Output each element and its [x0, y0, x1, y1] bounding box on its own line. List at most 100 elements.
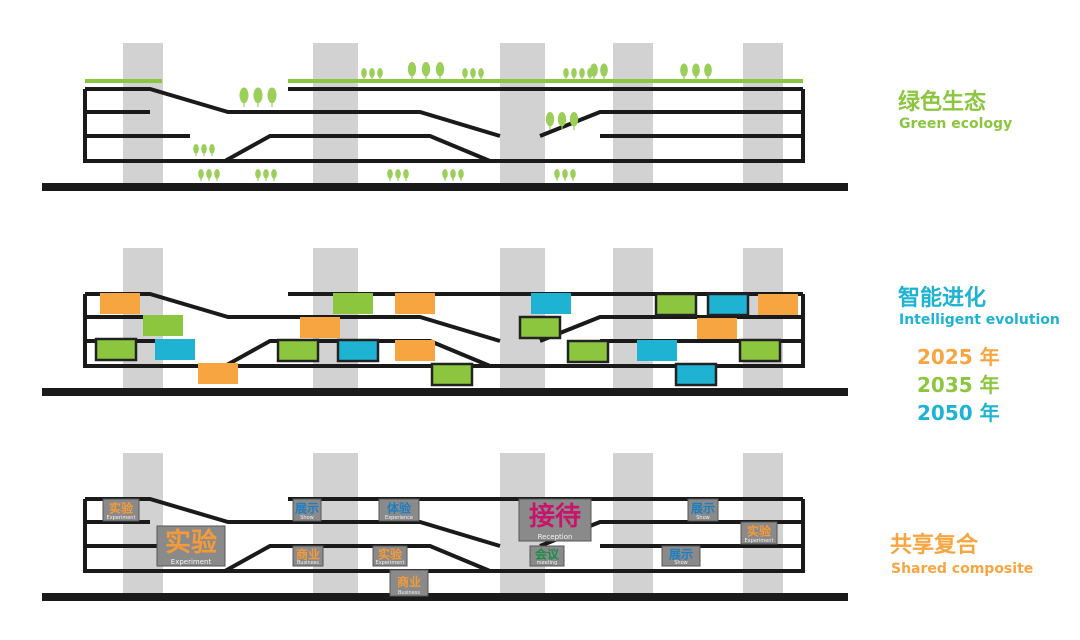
function-box — [687, 498, 719, 522]
tree-canopy — [193, 144, 199, 154]
function-label-zh: 展示 — [669, 547, 693, 561]
tree-canopy — [361, 68, 367, 78]
tree-canopy — [470, 68, 476, 78]
tree-icon — [458, 169, 464, 181]
tree-canopy — [198, 169, 204, 179]
tree-icon — [570, 169, 576, 181]
pillar — [123, 453, 163, 601]
tree-icon — [377, 68, 383, 80]
tree-canopy — [571, 68, 577, 78]
tree-icon — [435, 61, 445, 80]
function-box — [372, 545, 408, 567]
caption-green-ecology-zh: 绿色生态 — [898, 90, 987, 115]
tree-canopy — [263, 169, 269, 179]
floor-2-mid — [288, 520, 501, 548]
function-label-en: Show — [696, 515, 710, 521]
module-cyan — [155, 339, 195, 360]
tree-icon — [590, 63, 598, 80]
green-roof-left — [85, 79, 162, 83]
tree-canopy — [271, 169, 277, 179]
module-green — [430, 362, 474, 387]
tree-canopy — [450, 169, 456, 179]
roof-left — [85, 87, 288, 114]
tree-icon — [395, 169, 401, 181]
caption-shared-composite-zh: 共享复合 — [890, 533, 979, 558]
tree-icon — [557, 112, 567, 130]
function-box — [292, 498, 322, 522]
tree-icon — [271, 169, 277, 181]
tree-icon — [554, 169, 560, 181]
module-green — [654, 292, 698, 317]
tree-icon — [387, 169, 393, 181]
module-cyan — [531, 293, 571, 314]
function-box — [156, 525, 226, 567]
tree-canopy — [680, 63, 688, 77]
section-intelligent-evolution — [42, 248, 848, 396]
tree-canopy — [403, 169, 409, 179]
tree-canopy — [562, 169, 568, 179]
module-green — [276, 338, 320, 363]
function-label-en: Experiment — [107, 515, 136, 521]
module-green — [333, 293, 373, 314]
tree-icon — [263, 169, 269, 181]
function-box — [740, 521, 778, 545]
pillar — [613, 43, 653, 191]
function-label-zh: 实验 — [109, 501, 134, 516]
tree-canopy — [201, 144, 207, 154]
function-box — [518, 498, 592, 542]
pillar — [613, 248, 653, 396]
tree-canopy — [421, 61, 431, 77]
pillar — [123, 43, 163, 191]
function-label-zh: 展示 — [691, 502, 715, 516]
function-box — [661, 545, 701, 567]
function-label-en: Show — [674, 560, 688, 566]
function-label-en: meeting — [537, 560, 558, 566]
floor-1-ramp — [224, 134, 491, 163]
module-green — [518, 315, 562, 340]
floor-1-ramp — [224, 544, 491, 573]
function-label-zh: 接待 — [529, 502, 581, 532]
tree-canopy — [209, 144, 215, 154]
module-orange — [300, 317, 340, 338]
function-box — [389, 569, 429, 597]
tree-icon — [562, 169, 568, 181]
tree-icon — [403, 169, 409, 181]
legend-year-2050: 2050 年 — [917, 401, 1000, 425]
tree-canopy — [557, 112, 567, 127]
tree-icon — [692, 63, 700, 80]
tree-icon — [369, 68, 375, 80]
tree-canopy — [579, 68, 585, 78]
function-box — [378, 498, 420, 522]
tree-icon — [193, 144, 199, 156]
tree-icon — [239, 87, 249, 107]
tree-canopy — [407, 61, 417, 77]
tree-icon — [198, 169, 204, 181]
pillar — [313, 43, 358, 191]
tree-icon — [579, 68, 585, 80]
tree-icon — [421, 61, 431, 80]
caption-intelligent-evolution-en: Intelligent evolution — [899, 312, 1060, 328]
function-label-en: Experiment — [171, 558, 212, 566]
tree-canopy — [369, 68, 375, 78]
function-label-zh: 会议 — [535, 546, 560, 561]
tree-icon — [545, 112, 555, 130]
tree-icon — [450, 169, 456, 181]
floor-2-right — [539, 110, 803, 138]
function-box — [529, 545, 565, 567]
function-label-zh: 实验 — [378, 546, 403, 561]
pillar — [613, 453, 653, 601]
tree-canopy — [569, 112, 579, 127]
tree-canopy — [253, 87, 263, 104]
function-label-zh: 实验 — [747, 524, 772, 539]
pillar — [743, 248, 783, 396]
caption-green-ecology-en: Green ecology — [899, 116, 1013, 132]
function-label-en: Experiment — [745, 538, 774, 544]
caption-shared-composite-en: Shared composite — [891, 561, 1034, 577]
building-frame — [83, 499, 805, 573]
tree-canopy — [600, 63, 608, 77]
ground-line — [42, 183, 848, 191]
ground-line — [42, 388, 848, 396]
function-label-en: Reception — [538, 533, 573, 541]
tree-canopy — [570, 169, 576, 179]
